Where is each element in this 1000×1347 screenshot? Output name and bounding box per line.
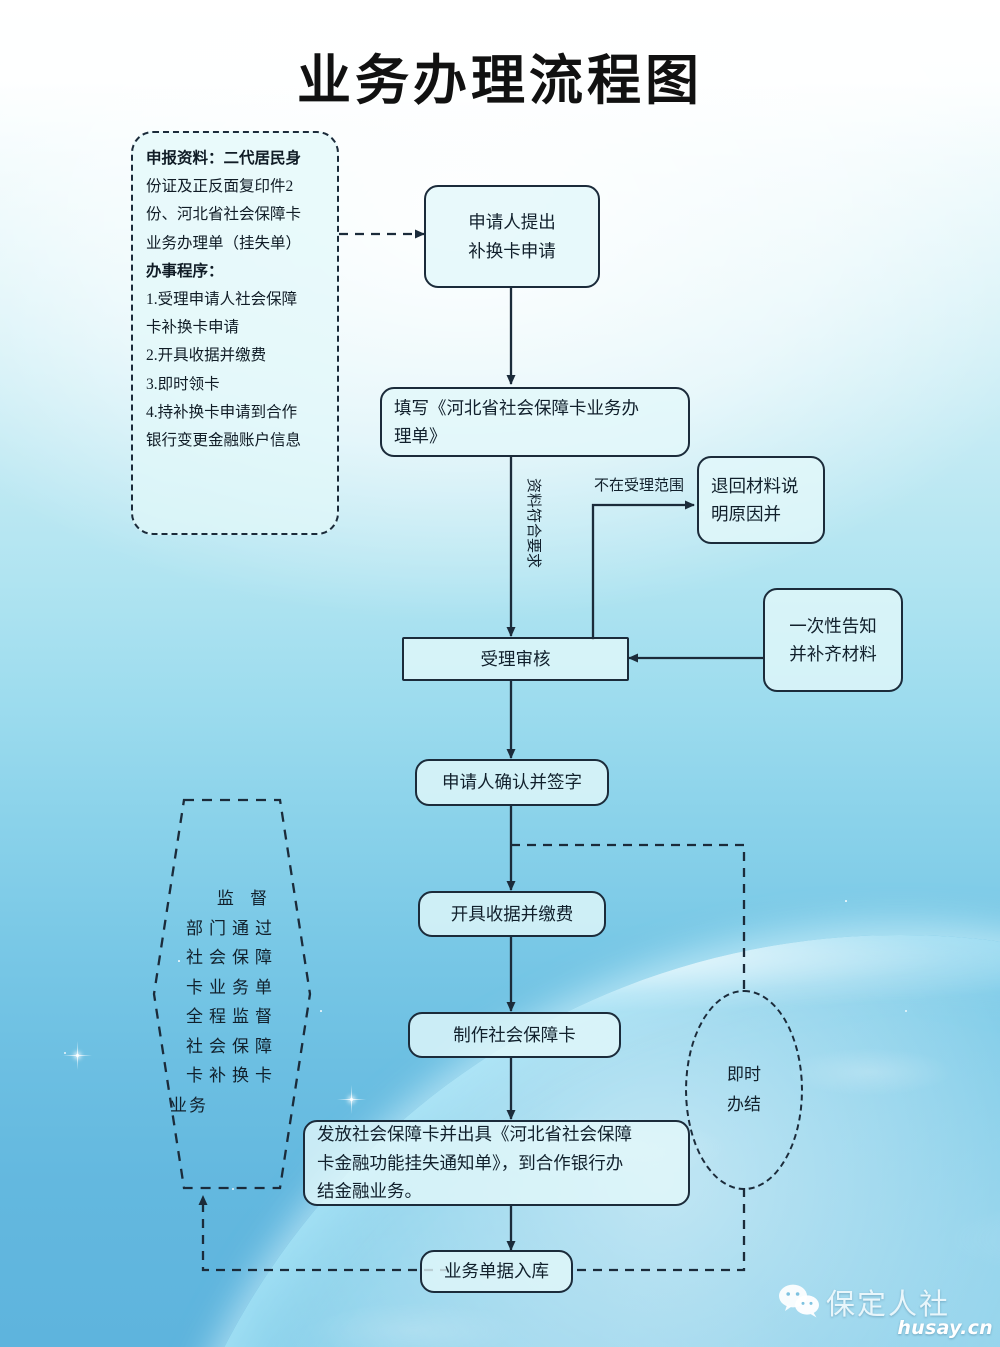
info-line: 3.即时领卡 [146, 375, 220, 393]
node-line: 退回材料说 [711, 475, 799, 496]
node-line: 明原因并 [711, 504, 781, 524]
supervision-row: 监 督 [216, 889, 274, 908]
edge-label-out-of-scope: 不在受理范围 [594, 478, 685, 494]
node-submit-application[interactable]: 申请人提出 补换卡申请 [424, 185, 600, 288]
node-line: 卡金融功能挂失通知单》，到合作银行办 [317, 1152, 624, 1173]
node-line: 填写《河北省社会保障卡业务办 [394, 397, 639, 418]
node-label: 受理审核 [480, 648, 551, 669]
info-line: 申报资料：二代居民身 [146, 150, 302, 167]
star-dot [905, 1010, 907, 1012]
supervision-row: 卡业务单 [186, 977, 278, 997]
info-line: 银行变更金融账户信息 [146, 432, 302, 450]
instant-completion-ellipse: 即时 办结 [685, 990, 803, 1190]
supervision-text: 监 督 部门通过 社会保障 卡业务单 全程监督 社会保障 卡补换卡 业务 [152, 884, 312, 1121]
supervision-row: 全程监督 [186, 1007, 278, 1027]
supervision-hexagon: 监 督 部门通过 社会保障 卡业务单 全程监督 社会保障 卡补换卡 业务 [152, 798, 312, 1190]
watermark: 保定人社 husay.cn [778, 1281, 993, 1343]
node-line: 申请人提出 [468, 212, 556, 233]
info-line: 办事程序： [146, 262, 224, 280]
info-line: 业务办理单（挂失单） [146, 234, 302, 252]
info-line: 份证及正反面复印件2 [146, 178, 294, 196]
node-issue-card[interactable]: 发放社会保障卡并出具《河北省社会保障 卡金融功能挂失通知单》，到合作银行办 结金… [303, 1120, 690, 1206]
info-line: 份、河北省社会保障卡 [146, 206, 302, 224]
node-label: 制作社会保障卡 [453, 1024, 576, 1045]
watermark-brand: 保定人社 [826, 1289, 951, 1321]
info-panel: 申报资料：二代居民身 份证及正反面复印件2 份、河北省社会保障卡 业务办理单（挂… [131, 131, 339, 535]
star-dot [232, 1188, 234, 1190]
star-dot [320, 1010, 322, 1012]
supervision-row: 社会保障 [186, 948, 278, 968]
node-line: 理单》 [394, 426, 447, 446]
ellipse-line: 办结 [727, 1095, 761, 1114]
star-dot [178, 960, 180, 962]
node-line: 补换卡申请 [468, 240, 556, 261]
wechat-icon [779, 1284, 819, 1318]
supervision-row: 业务 [170, 1096, 208, 1116]
info-line: 2.开具收据并缴费 [146, 347, 267, 365]
node-return-material[interactable]: 退回材料说 明原因并 [697, 456, 825, 544]
info-line: 4.持补换卡申请到合作 [146, 403, 298, 421]
star-dot [64, 1052, 66, 1054]
info-line: 1.受理申请人社会保障 [146, 291, 298, 309]
node-make-card[interactable]: 制作社会保障卡 [408, 1012, 621, 1058]
ellipse-line: 即时 [727, 1065, 761, 1085]
node-archive-documents[interactable]: 业务单据入库 [420, 1250, 573, 1293]
node-issue-receipt-pay[interactable]: 开具收据并缴费 [418, 891, 606, 937]
supervision-row: 部门通过 [186, 918, 278, 938]
edge-label-material-ok: 资料符合要求 [525, 478, 541, 569]
page-title: 业务办理流程图 [297, 51, 703, 111]
node-line: 发放社会保障卡并出具《河北省社会保障 [317, 1124, 632, 1145]
info-line: 卡补换卡申请 [146, 319, 240, 337]
watermark-url: husay.cn [897, 1317, 993, 1339]
node-label: 业务单据入库 [444, 1261, 549, 1282]
star-sparkle [63, 1041, 92, 1070]
node-line: 结金融业务。 [317, 1181, 422, 1202]
star-dot [845, 900, 847, 902]
supervision-row: 卡补换卡 [186, 1066, 278, 1086]
star-sparkle [337, 1085, 366, 1114]
node-line: 一次性告知 [789, 615, 877, 636]
node-line: 并补齐材料 [789, 644, 877, 664]
node-one-time-notice[interactable]: 一次性告知 并补齐材料 [763, 588, 903, 692]
node-label: 开具收据并缴费 [450, 903, 574, 924]
node-label: 申请人确认并签字 [442, 772, 582, 793]
node-confirm-and-sign[interactable]: 申请人确认并签字 [415, 759, 609, 806]
node-fill-form[interactable]: 填写《河北省社会保障卡业务办 理单》 [380, 387, 690, 457]
supervision-row: 社会保障 [186, 1036, 278, 1056]
node-acceptance-review[interactable]: 受理审核 [402, 637, 629, 681]
